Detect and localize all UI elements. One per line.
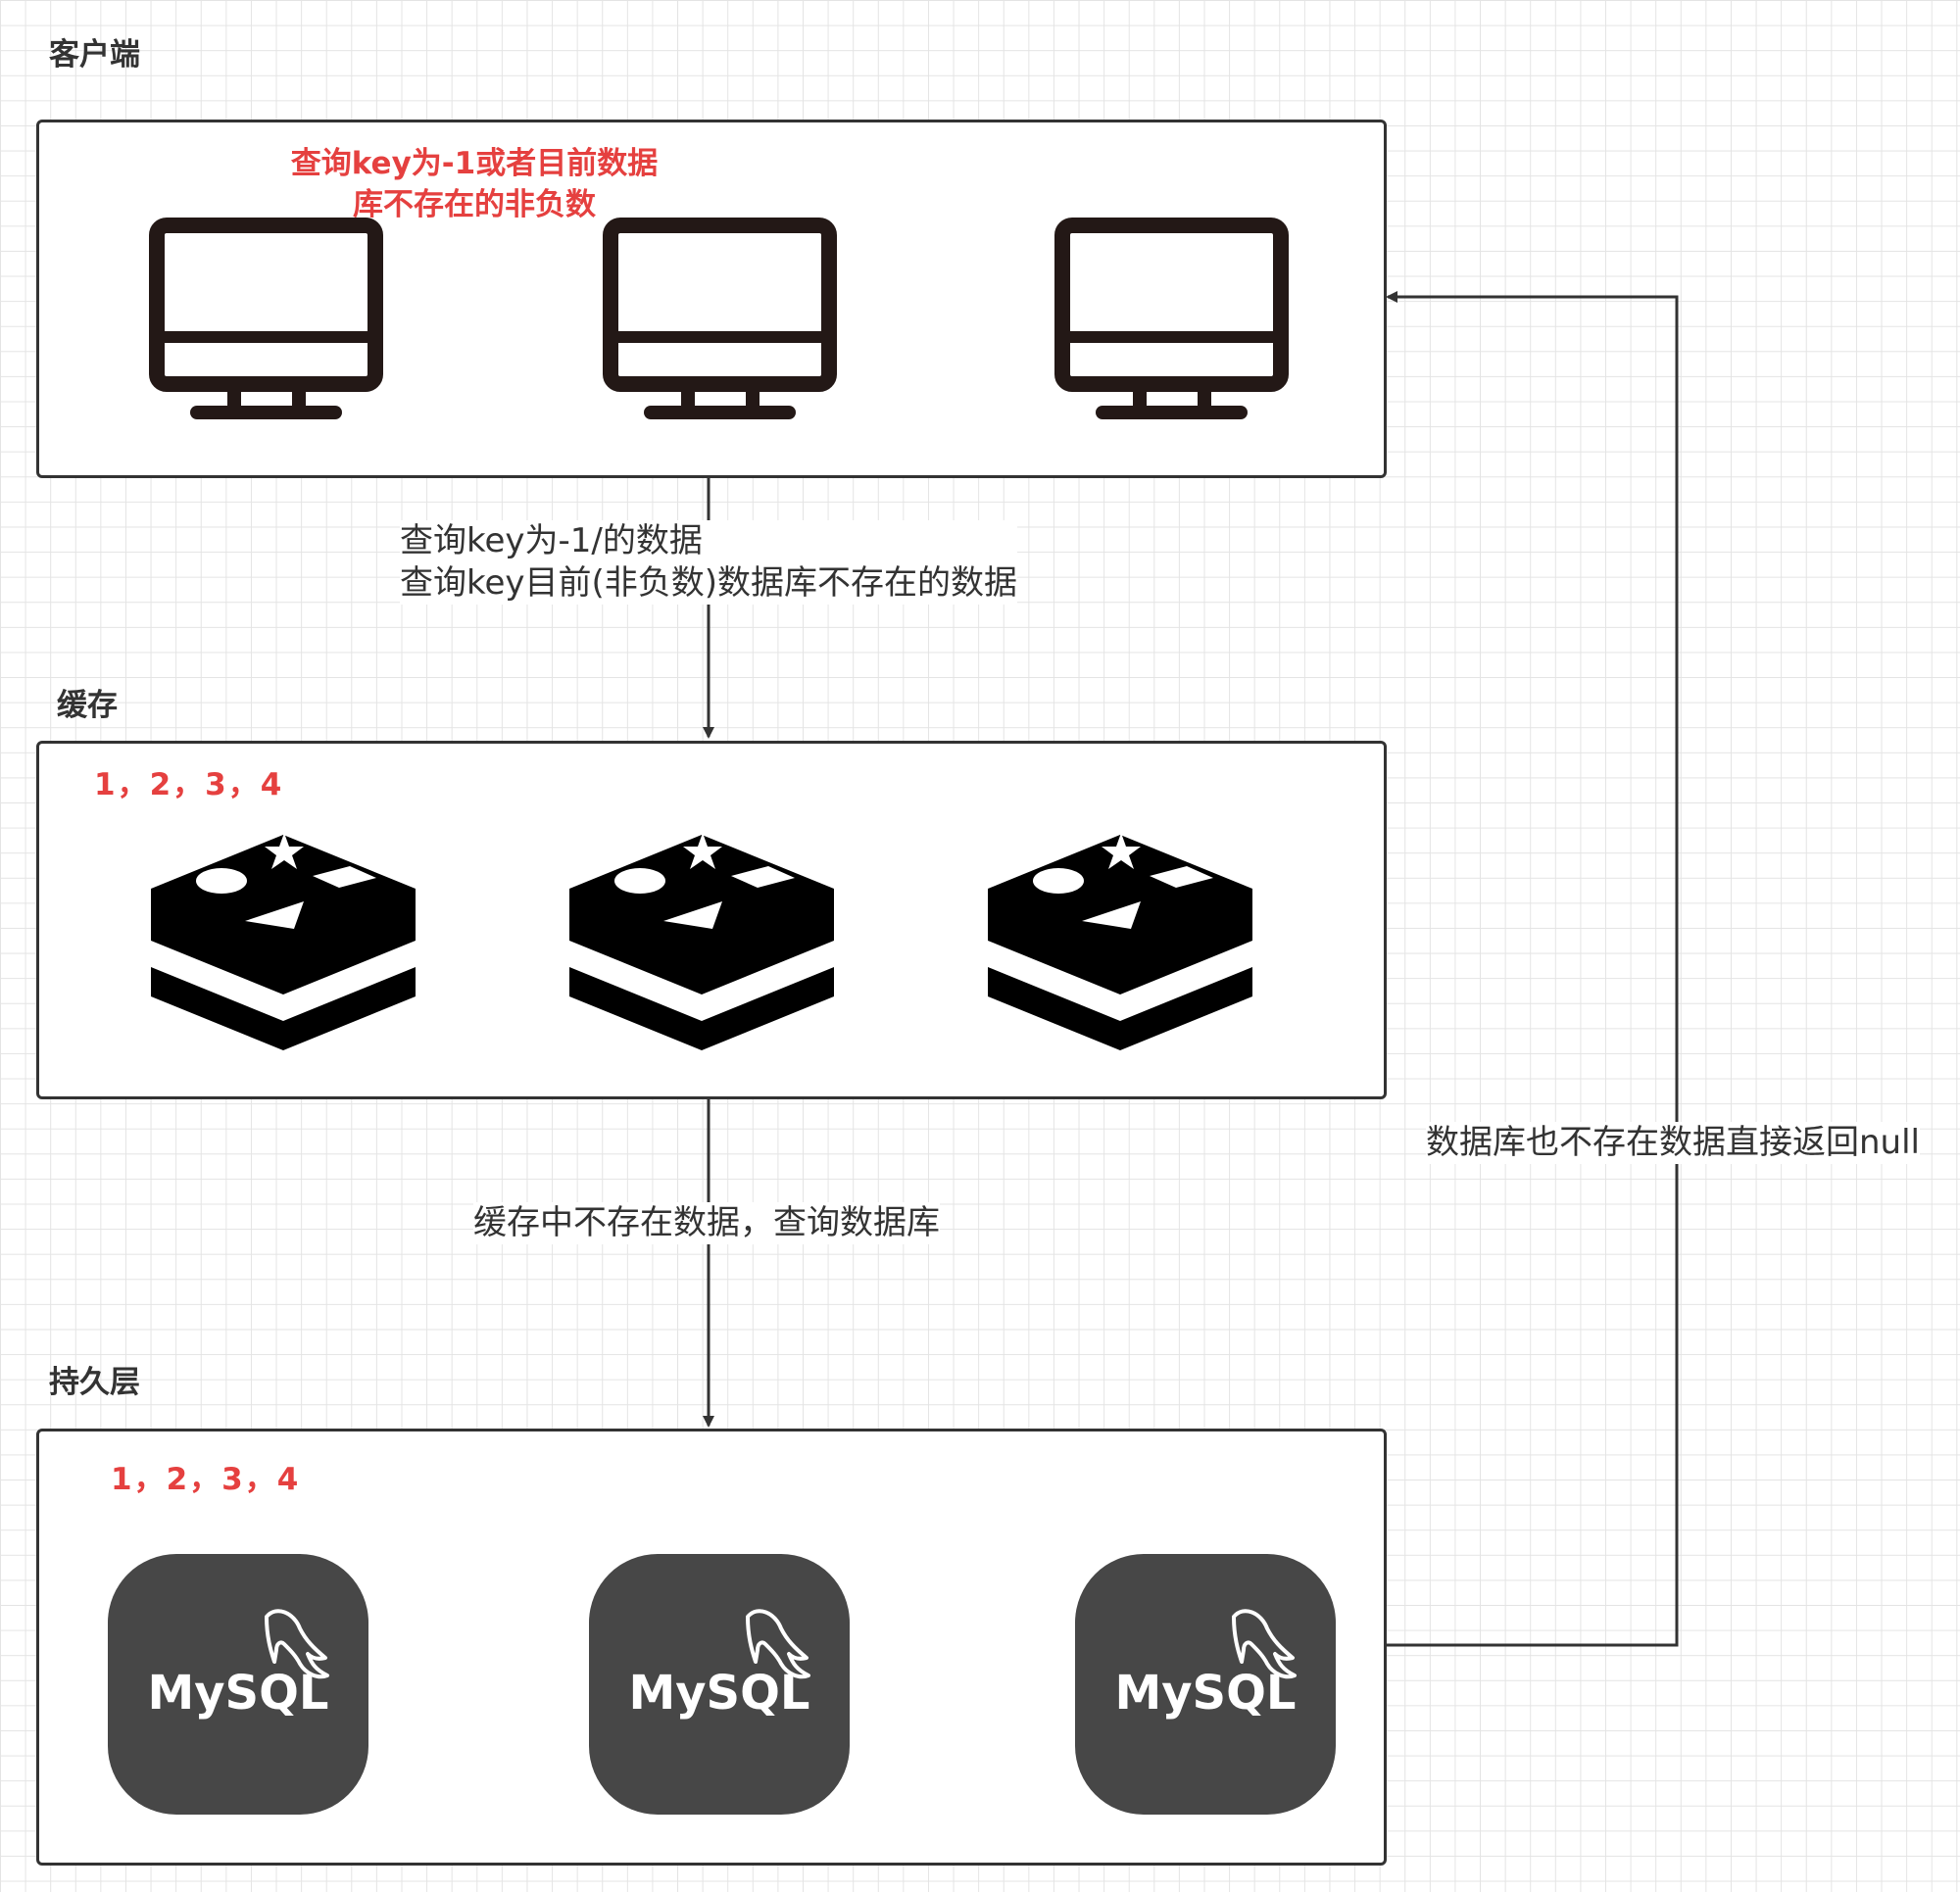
mysql-icon: MySQL <box>1075 1554 1336 1815</box>
client-query-note-line1: 查询key为-1或者目前数据 <box>290 146 659 181</box>
redis-icon <box>569 833 834 1050</box>
cache-tier-title: 缓存 <box>57 688 118 723</box>
mysql-logo-text: MySQL <box>1114 1666 1296 1721</box>
monitor-icon <box>1054 218 1289 419</box>
monitor-icon <box>149 218 383 419</box>
monitor-icon <box>603 218 837 419</box>
persistence-keys-label: 1，2，3，4 <box>111 1462 301 1497</box>
redis-icon <box>151 833 416 1050</box>
client-query-note: 查询key为-1或者目前数据 库不存在的非负数 <box>269 143 680 225</box>
client-to-cache-label-line2: 查询key目前(非负数)数据库不存在的数据 <box>400 563 1018 603</box>
persistence-tier-title: 持久层 <box>49 1365 140 1400</box>
mysql-logo-text: MySQL <box>147 1666 328 1721</box>
client-to-cache-label-line1: 查询key为-1/的数据 <box>400 521 703 560</box>
mysql-logo-text: MySQL <box>628 1666 809 1721</box>
client-query-note-line2: 库不存在的非负数 <box>353 187 596 222</box>
mysql-icon: MySQL <box>589 1554 850 1815</box>
db-to-client-arrow <box>1383 291 1679 1647</box>
mysql-icon: MySQL <box>108 1554 368 1815</box>
redis-icon <box>988 833 1252 1050</box>
client-to-cache-label: 查询key为-1/的数据 查询key目前(非负数)数据库不存在的数据 <box>400 520 1018 605</box>
client-tier-title: 客户端 <box>49 37 140 73</box>
cache-keys-label: 1，2，3，4 <box>94 767 284 802</box>
db-to-client-label: 数据库也不存在数据直接返回null <box>1426 1122 1920 1164</box>
cache-to-db-label: 缓存中不存在数据，查询数据库 <box>473 1202 940 1244</box>
